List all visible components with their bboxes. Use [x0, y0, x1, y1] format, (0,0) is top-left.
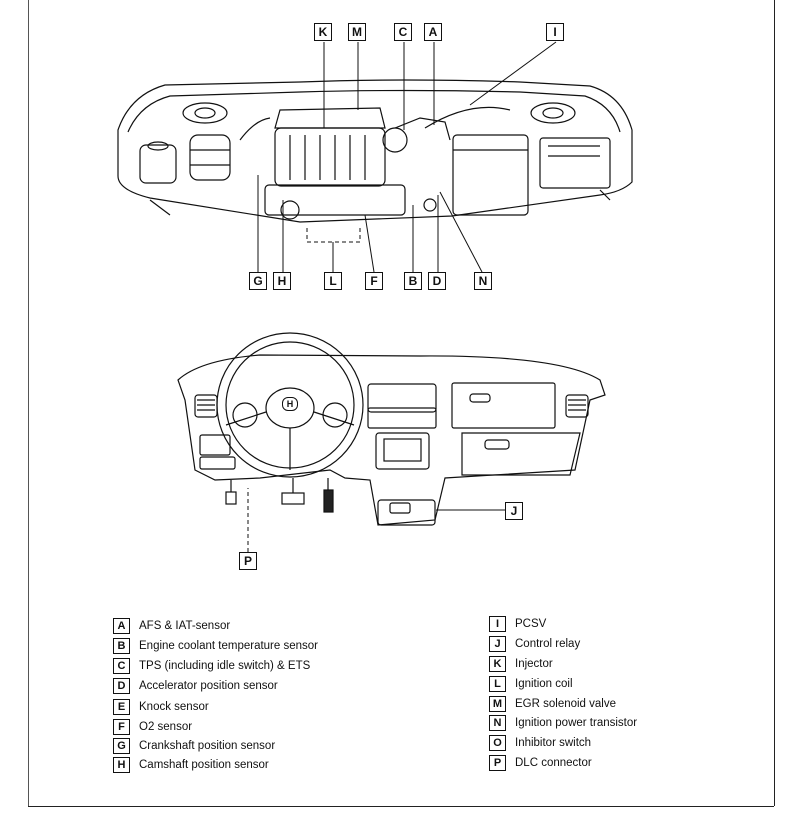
legend-item: J Control relay: [489, 635, 580, 653]
legend-item: F O2 sensor: [113, 718, 192, 736]
legend-item: K Injector: [489, 655, 553, 673]
legend-key: B: [113, 637, 130, 654]
callout-j: J: [505, 502, 523, 520]
callout-a: A: [424, 23, 442, 41]
legend-label: Injector: [515, 657, 553, 670]
callout-b: B: [404, 272, 422, 290]
legend-label: Inhibitor switch: [515, 736, 592, 749]
legend-item: O Inhibitor switch: [489, 734, 591, 752]
callout-p: P: [239, 552, 257, 570]
legend-item: I PCSV: [489, 615, 546, 633]
callout-l: L: [324, 272, 342, 290]
callout-g: G: [249, 272, 267, 290]
legend-label: PCSV: [515, 617, 547, 630]
legend-item: N Ignition power transistor: [489, 714, 637, 732]
frame-bottom-line: [28, 806, 774, 807]
legend-key: H: [113, 756, 130, 773]
legend-item: D Accelerator position sensor: [113, 677, 278, 695]
legend-label: Ignition coil: [515, 677, 573, 690]
legend-label: Ignition power transistor: [515, 716, 638, 729]
legend-key: F: [113, 718, 130, 735]
callout-m: M: [348, 23, 366, 41]
dash-badge: H: [282, 397, 298, 411]
frame-left-line: [28, 0, 29, 806]
legend-label: EGR solenoid valve: [515, 697, 616, 710]
legend-key: J: [489, 635, 506, 652]
legend-key: P: [489, 754, 506, 771]
dashboard-illustration: [177, 332, 606, 526]
legend-label: Knock sensor: [139, 700, 209, 713]
legend-label: Crankshaft position sensor: [139, 739, 276, 752]
legend-item: A AFS & IAT-sensor: [113, 617, 230, 635]
legend-key: C: [113, 657, 130, 674]
frame-right-line: [774, 0, 775, 806]
legend-key: L: [489, 675, 506, 692]
callout-f: F: [365, 272, 383, 290]
callout-n: N: [474, 272, 492, 290]
legend-key: M: [489, 695, 506, 712]
legend-item: E Knock sensor: [113, 698, 209, 716]
legend-key: N: [489, 714, 506, 731]
callout-h: H: [273, 272, 291, 290]
legend-key: E: [113, 698, 130, 715]
legend-label: Control relay: [515, 637, 581, 650]
callout-k: K: [314, 23, 332, 41]
callout-d: D: [428, 272, 446, 290]
legend-key: D: [113, 677, 130, 694]
legend-item: P DLC connector: [489, 754, 592, 772]
legend-key: O: [489, 734, 506, 751]
legend-item: L Ignition coil: [489, 675, 573, 693]
legend-key: K: [489, 655, 506, 672]
callout-c: C: [394, 23, 412, 41]
legend-label: Camshaft position sensor: [139, 758, 269, 771]
legend-label: TPS (including idle switch) & ETS: [139, 659, 311, 672]
legend-label: Engine coolant temperature sensor: [139, 639, 318, 652]
callout-i: I: [546, 23, 564, 41]
legend-item: C TPS (including idle switch) & ETS: [113, 657, 310, 675]
legend-key: A: [113, 617, 130, 634]
legend-label: O2 sensor: [139, 720, 193, 733]
legend-item: M EGR solenoid valve: [489, 695, 616, 713]
legend-item: H Camshaft position sensor: [113, 756, 269, 774]
legend-key: G: [113, 737, 130, 754]
legend-key: I: [489, 615, 506, 632]
legend-label: Accelerator position sensor: [139, 679, 278, 692]
legend-label: AFS & IAT-sensor: [139, 619, 231, 632]
legend-label: DLC connector: [515, 756, 592, 769]
legend-item: B Engine coolant temperature sensor: [113, 637, 318, 655]
legend-item: G Crankshaft position sensor: [113, 737, 275, 755]
